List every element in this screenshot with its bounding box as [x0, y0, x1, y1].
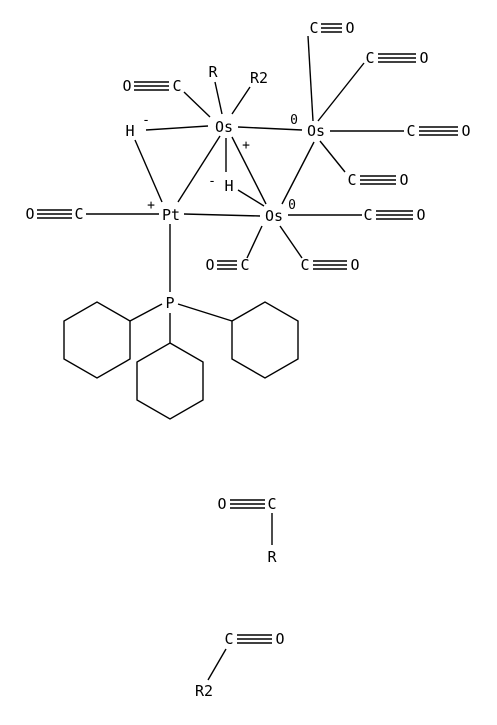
- charge-h-left: -: [142, 113, 150, 128]
- atom-c: C: [224, 630, 233, 648]
- atom-r2: R2: [195, 682, 213, 700]
- bond-os-c: [317, 62, 365, 122]
- bond-p-c: [129, 303, 163, 322]
- atom-c: C: [267, 495, 276, 513]
- bond-h-pt: [134, 139, 163, 203]
- atom-c: C: [240, 256, 249, 274]
- atom-c: C: [347, 171, 356, 189]
- atom-c: C: [309, 19, 318, 37]
- cyclohexyl-ring-left: [63, 301, 131, 379]
- bond-pt-os: [183, 213, 261, 217]
- atom-p: P: [165, 294, 174, 312]
- fragment-r2-co: [207, 634, 272, 681]
- bond-os-pt: [177, 135, 221, 203]
- bond-os-r2: [231, 86, 251, 115]
- bond-os-c: [307, 35, 314, 122]
- atom-o: O: [25, 205, 34, 223]
- triple-bond: [321, 23, 342, 33]
- bond-os-h: [145, 125, 209, 131]
- bond-p-c: [177, 303, 233, 322]
- triple-bond: [217, 260, 237, 270]
- triple-bond: [134, 81, 169, 91]
- bond-os-c: [246, 225, 263, 259]
- atom-o: O: [350, 256, 359, 274]
- atom-o: O: [399, 171, 408, 189]
- atom-r: R: [208, 63, 218, 81]
- triple-bond: [419, 126, 458, 136]
- triple-bond: [378, 53, 416, 63]
- atom-r2: R2: [250, 69, 268, 87]
- os-right-carbonyls: [307, 35, 404, 173]
- triple-bond: [230, 499, 265, 509]
- atom-os-top: Os: [215, 118, 233, 136]
- atom-o: O: [416, 206, 425, 224]
- atom-c: C: [406, 122, 415, 140]
- bond-os-c: [183, 91, 211, 118]
- triple-bond: [237, 634, 272, 644]
- bond-os-os: [231, 136, 267, 205]
- atom-r: R: [267, 548, 277, 566]
- atom-labels: Os Os Os Pt P H H R R2 O C C O C O C O C…: [25, 19, 470, 700]
- atom-o: O: [205, 256, 214, 274]
- os-bottom-carbonyls: [246, 214, 362, 259]
- cyclohexyl-ring-bottom: [136, 342, 204, 420]
- atom-o: O: [461, 122, 470, 140]
- charge-h-mid: -: [208, 174, 216, 189]
- atom-pt: Pt: [162, 206, 180, 224]
- atom-c: C: [300, 256, 309, 274]
- triple-bond: [376, 210, 413, 220]
- bond-c-r2: [207, 648, 227, 681]
- charge-os-right: 0: [290, 113, 298, 128]
- bond-h-os: [237, 189, 265, 207]
- cyclohexyl-ring-right: [231, 301, 299, 379]
- atom-c: C: [365, 49, 374, 67]
- atom-os-bottom: Os: [265, 207, 283, 225]
- atom-c: C: [172, 77, 181, 95]
- bond-os-r: [214, 81, 223, 115]
- bond-os-os: [281, 141, 315, 205]
- atom-o: O: [345, 19, 354, 37]
- atom-h-left: H: [125, 122, 134, 140]
- bond-os-os: [237, 126, 303, 131]
- atom-o: O: [275, 630, 284, 648]
- cluster-bonds: [86, 81, 315, 292]
- fragment-r-co: [230, 499, 273, 545]
- triple-bond: [313, 260, 347, 270]
- atom-o: O: [419, 49, 428, 67]
- atom-c: C: [74, 205, 83, 223]
- charge-os-top: +: [242, 138, 250, 153]
- atom-os-right: Os: [307, 122, 325, 140]
- atom-o: O: [122, 77, 131, 95]
- co-triple-bonds: [37, 23, 458, 270]
- cyclohexyl-groups: [63, 301, 299, 420]
- triple-bond: [360, 175, 396, 185]
- bond-os-c: [319, 140, 346, 173]
- atom-c: C: [363, 206, 372, 224]
- charge-pt: +: [147, 198, 155, 213]
- atom-o: O: [217, 495, 226, 513]
- atom-h-mid: H: [224, 177, 233, 195]
- bond-os-c: [279, 225, 303, 259]
- triple-bond: [37, 209, 72, 219]
- charge-os-bottom: 0: [288, 198, 296, 213]
- charge-labels: - - + + 0 0: [142, 113, 298, 213]
